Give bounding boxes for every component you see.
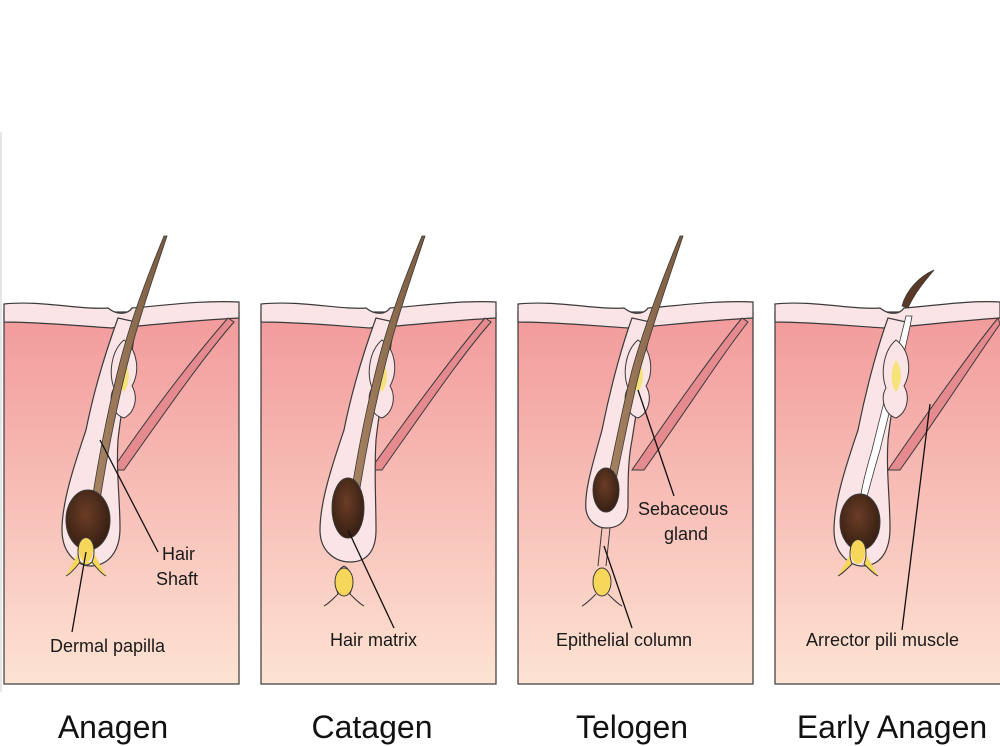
panel-catagen: Hair matrix Catagen — [260, 235, 497, 745]
leader-dermal-papilla — [71, 551, 87, 633]
arrector-pili-muscle — [887, 316, 1000, 471]
epidermis-layer — [774, 301, 1000, 329]
leader-hair-shaft — [99, 439, 159, 553]
epithelial-column-strand — [597, 527, 611, 567]
leader-hair-matrix — [347, 529, 395, 629]
dermal-papilla — [837, 539, 879, 577]
leader-sebaceous-gland — [637, 389, 675, 497]
panel-early-anagen: Arrector pili muscle Early Anagen — [774, 269, 1000, 745]
stage-title-anagen: Anagen — [58, 709, 168, 745]
dermal-papilla — [581, 593, 623, 607]
arrector-pili-muscle — [631, 317, 749, 471]
hair-matrix — [331, 477, 365, 539]
stage-title-telogen: Telogen — [576, 709, 688, 745]
arrector-pili-muscle — [369, 317, 492, 471]
sebum-yellow — [891, 360, 901, 392]
epidermis-layer — [517, 301, 754, 329]
stage-title-early-anagen: Early Anagen — [797, 709, 987, 745]
leader-arrector-pili — [901, 403, 931, 631]
arrector-pili-muscle — [111, 317, 235, 471]
label-epithelial-column: Epithelial column — [556, 630, 692, 650]
label-gland: gland — [664, 524, 708, 544]
club-hair-bulb — [592, 467, 620, 513]
leader-epithelial-column — [603, 545, 633, 629]
panel-anagen: Hair Shaft Dermal papilla Anagen — [3, 235, 240, 745]
label-dermal-papilla: Dermal papilla — [50, 636, 166, 656]
panel-telogen: Sebaceous gland Epithelial column Teloge… — [517, 235, 754, 745]
label-arrector-pili: Arrector pili muscle — [806, 630, 959, 650]
stage-title-catagen: Catagen — [312, 709, 433, 745]
label-shaft: Shaft — [156, 569, 198, 589]
papilla-core — [851, 540, 865, 564]
left-edge-line — [0, 132, 2, 692]
epidermis-layer — [260, 301, 497, 329]
papilla-core — [334, 567, 354, 597]
label-hair-matrix: Hair matrix — [330, 630, 417, 650]
papilla-core — [592, 567, 612, 597]
epidermis-layer — [3, 301, 240, 329]
label-hair: Hair — [162, 544, 195, 564]
label-sebaceous: Sebaceous — [638, 499, 728, 519]
papilla-core — [79, 538, 93, 562]
new-hair-tip — [901, 269, 935, 309]
dermal-papilla — [65, 537, 107, 577]
